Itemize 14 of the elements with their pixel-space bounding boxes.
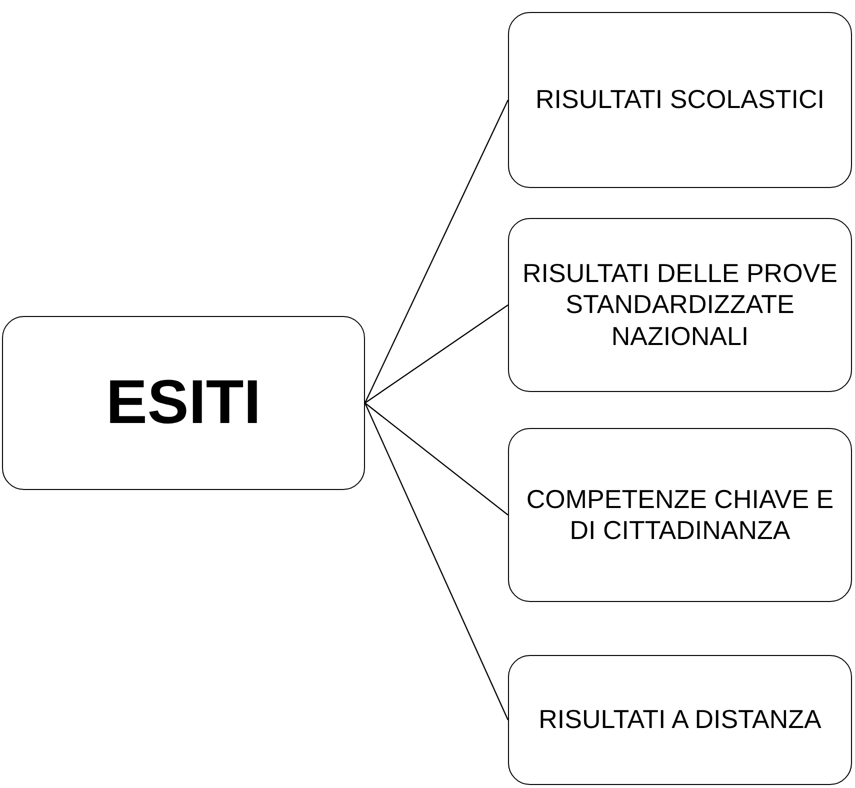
branch-box bbox=[508, 218, 852, 392]
connector-line bbox=[364, 100, 509, 404]
branch-box bbox=[508, 655, 852, 785]
topic-label: ESITI bbox=[104, 366, 262, 439]
connector-line bbox=[364, 402, 509, 720]
connector-line bbox=[364, 304, 508, 404]
branch-label: RISULTATI A DISTANZA bbox=[538, 704, 822, 736]
branch-box bbox=[508, 12, 852, 188]
branch-box bbox=[508, 428, 852, 602]
connector-line bbox=[364, 402, 508, 516]
branch-label: RISULTATI SCOLASTICI bbox=[534, 84, 826, 116]
branch-label: COMPETENZE CHIAVE E DI CITTADINANZA bbox=[525, 484, 835, 546]
topic-box bbox=[2, 316, 365, 490]
branch-label: RISULTATI DELLE PROVE STANDARDIZZATE NAZIONALI bbox=[522, 258, 838, 352]
